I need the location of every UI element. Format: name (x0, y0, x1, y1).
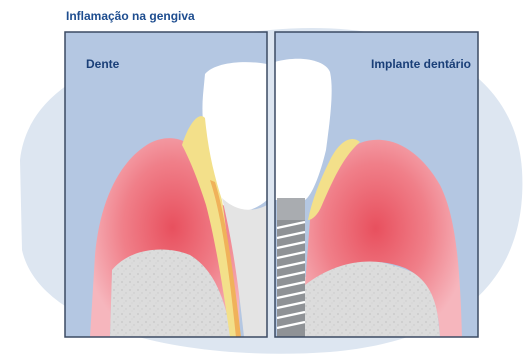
tooth-left (202, 62, 267, 212)
implant-abutment (277, 198, 305, 220)
root-canal-left (210, 180, 241, 337)
plaque-left (182, 116, 236, 337)
label-tooth: Dente (86, 57, 120, 71)
root-left (222, 198, 267, 337)
gum-right (305, 139, 462, 337)
plaque-right (308, 139, 360, 220)
bone-right (300, 259, 440, 337)
panel-border-left (64, 31, 268, 338)
panel-implant (275, 32, 478, 337)
label-implant: Implante dentário (370, 57, 471, 71)
implant-screw (276, 220, 306, 337)
diagram-title: Inflamação na gengiva (66, 9, 195, 23)
implant-crown (275, 58, 332, 201)
panel-natural-tooth (65, 32, 267, 337)
panel-border-right (274, 31, 479, 338)
